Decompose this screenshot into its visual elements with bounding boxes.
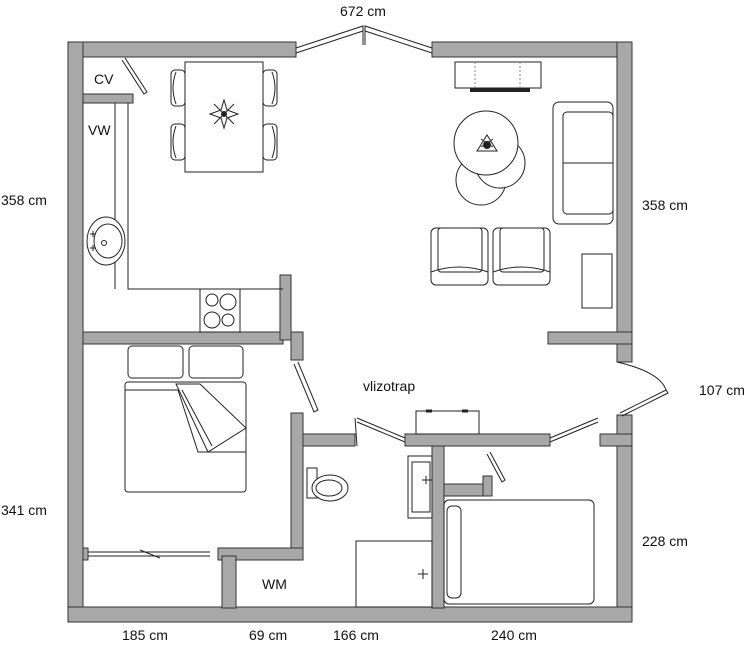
shower bbox=[355, 540, 433, 608]
armchair bbox=[492, 227, 551, 286]
attic-hatch bbox=[415, 409, 480, 435]
wardrobe-sliding-door bbox=[88, 549, 210, 559]
dining-table bbox=[170, 61, 278, 173]
tv-unit bbox=[454, 61, 542, 92]
dimension-right-upper: 358 cm bbox=[642, 197, 688, 213]
double-bed bbox=[124, 345, 247, 493]
dimension-right-lower: 228 cm bbox=[642, 533, 688, 549]
outer-walls bbox=[67, 41, 633, 623]
dining-chair bbox=[170, 69, 186, 107]
room-label-wm: WM bbox=[262, 576, 287, 592]
dimension-bottom-2: 69 cm bbox=[249, 627, 287, 643]
front-double-door bbox=[295, 25, 433, 54]
dimension-left-lower: 341 cm bbox=[1, 502, 47, 518]
dining-chair bbox=[170, 123, 186, 161]
dining-chair bbox=[262, 123, 278, 161]
bedroom-door bbox=[293, 361, 319, 413]
bathroom-door bbox=[354, 417, 406, 447]
dimension-bottom-3: 166 cm bbox=[333, 627, 379, 643]
dimension-bottom-1: 185 cm bbox=[122, 627, 168, 643]
armchair bbox=[430, 227, 489, 286]
closet-door bbox=[486, 451, 506, 483]
plant-icon bbox=[476, 134, 498, 152]
bathroom-sink bbox=[407, 455, 433, 519]
dimension-bottom-4: 240 cm bbox=[491, 627, 537, 643]
single-bed bbox=[443, 499, 595, 605]
toilet bbox=[306, 467, 349, 502]
dining-chair bbox=[262, 69, 278, 107]
room-label-vw: VW bbox=[88, 122, 111, 138]
kitchen-sink bbox=[86, 216, 126, 266]
stove bbox=[199, 288, 241, 333]
coffee-tables bbox=[453, 110, 526, 206]
flower-icon bbox=[208, 98, 240, 130]
sofa bbox=[552, 101, 614, 225]
dimension-left-upper: 358 cm bbox=[1, 192, 47, 208]
dimension-right-door: 107 cm bbox=[699, 382, 745, 398]
interior-walls bbox=[82, 93, 633, 609]
bedroom2-door bbox=[549, 417, 599, 443]
side-cabinet bbox=[581, 253, 613, 309]
room-label-hatch: vlizotrap bbox=[363, 378, 415, 394]
balcony-door bbox=[616, 361, 669, 417]
room-label-cv: CV bbox=[94, 71, 114, 87]
dimension-top: 672 cm bbox=[340, 3, 386, 19]
cv-door bbox=[121, 57, 148, 95]
